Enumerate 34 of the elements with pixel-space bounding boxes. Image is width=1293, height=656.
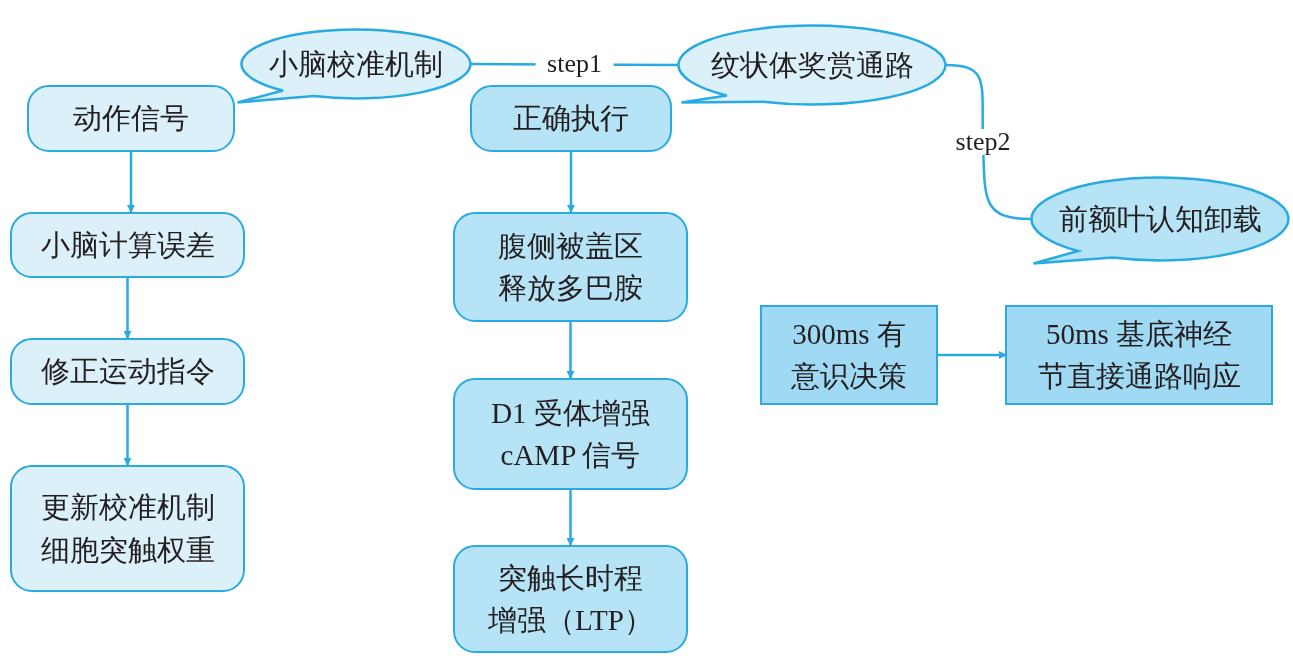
node-text: 正确执行 xyxy=(513,101,629,137)
arrow xyxy=(566,322,575,379)
arrow xyxy=(123,405,132,466)
rounded-box xyxy=(10,465,245,592)
node-text: 修正运动指令 xyxy=(40,354,215,390)
connector-line xyxy=(945,63,1032,221)
node-text: 小脑校准机制 xyxy=(269,46,443,82)
speech-bubble xyxy=(677,24,947,106)
node-text: 更新校准机制细胞突触权重 xyxy=(39,490,216,568)
rounded-box xyxy=(27,85,235,152)
node-text: 50ms 基底神经节直接通路响应 xyxy=(1036,316,1242,394)
rounded-box xyxy=(10,212,245,278)
node-text: 腹侧被盖区释放多巴胺 xyxy=(497,228,644,306)
rounded-box xyxy=(470,85,672,152)
speech-bubble xyxy=(1030,176,1290,265)
arrow xyxy=(937,351,1007,359)
rounded-box xyxy=(453,212,688,322)
rounded-box xyxy=(10,338,245,405)
process-box xyxy=(760,305,938,405)
speech-bubble xyxy=(236,28,472,104)
rounded-box xyxy=(453,545,688,653)
process-box xyxy=(1005,305,1273,405)
arrow xyxy=(567,152,575,213)
arrow xyxy=(566,490,575,546)
node-text: 突触长时程增强（LTP） xyxy=(487,560,654,638)
node-text: 小脑计算误差 xyxy=(40,227,215,263)
node-text: 300ms 有意识决策 xyxy=(790,316,908,394)
arrow xyxy=(127,152,135,213)
node-text: 动作信号 xyxy=(73,101,189,137)
node-text: D1 受体增强 cAMP 信号 xyxy=(490,395,651,473)
node-text: 前额叶认知卸载 xyxy=(1058,201,1262,237)
arrow xyxy=(123,278,132,339)
node-text: 纹状体奖赏通路 xyxy=(710,47,914,83)
rounded-box xyxy=(453,378,688,490)
